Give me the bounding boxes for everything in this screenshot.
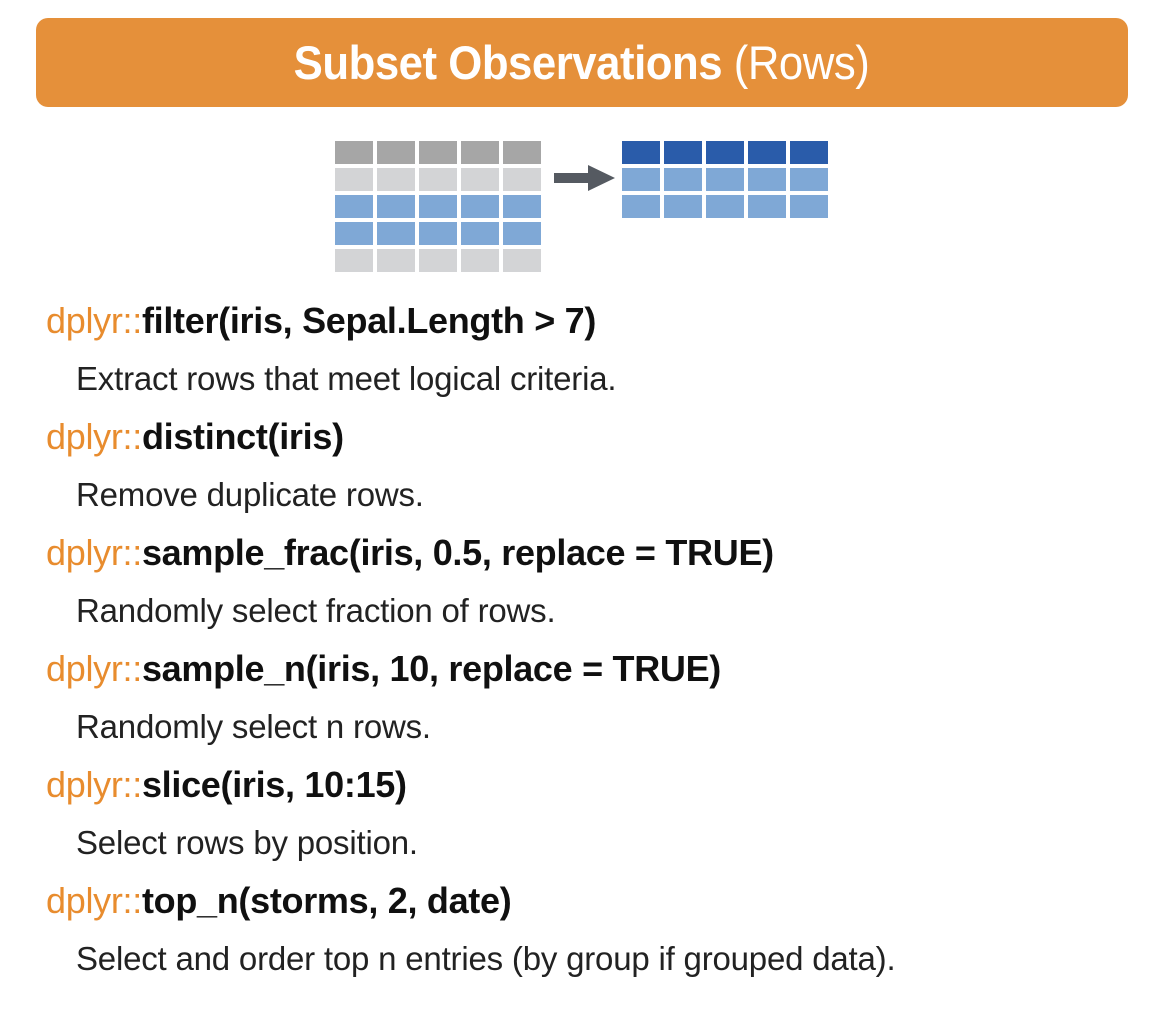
table-cell-selected bbox=[664, 168, 702, 191]
function-namespace: dplyr:: bbox=[46, 764, 142, 805]
page-header-banner: Subset Observations (Rows) bbox=[36, 18, 1128, 107]
function-namespace: dplyr:: bbox=[46, 532, 142, 573]
function-call: filter(iris, Sepal.Length > 7) bbox=[141, 300, 597, 341]
table-cell-unselected bbox=[419, 249, 457, 272]
input-table-illustration bbox=[335, 141, 541, 272]
function-call: top_n(storms, 2, date) bbox=[141, 880, 512, 921]
table-cell-unselected bbox=[503, 168, 541, 191]
table-cell-unselected bbox=[461, 168, 499, 191]
function-signature: dplyr::top_n(storms, 2, date) bbox=[46, 872, 1136, 930]
page-title: Subset Observations (Rows) bbox=[294, 39, 870, 86]
function-namespace: dplyr:: bbox=[46, 416, 142, 457]
function-signature: dplyr::sample_frac(iris, 0.5, replace = … bbox=[46, 524, 1136, 582]
table-cell-selected bbox=[419, 222, 457, 245]
function-entry: dplyr::sample_n(iris, 10, replace = TRUE… bbox=[46, 640, 1136, 756]
function-signature: dplyr::sample_n(iris, 10, replace = TRUE… bbox=[46, 640, 1136, 698]
table-cell-header bbox=[461, 141, 499, 164]
function-description: Randomly select fraction of rows. bbox=[76, 592, 556, 629]
table-cell-unselected bbox=[419, 168, 457, 191]
function-description: Remove duplicate rows. bbox=[76, 476, 424, 513]
table-cell-unselected bbox=[335, 249, 373, 272]
table-cell-header bbox=[419, 141, 457, 164]
table-cell-selected bbox=[790, 195, 828, 218]
table-cell-selected bbox=[748, 168, 786, 191]
right-arrow-icon bbox=[554, 163, 616, 193]
function-entry: dplyr::top_n(storms, 2, date) Select and… bbox=[46, 872, 1136, 988]
function-namespace: dplyr:: bbox=[46, 880, 142, 921]
output-table-illustration bbox=[622, 141, 828, 218]
table-cell-selected bbox=[790, 168, 828, 191]
function-namespace: dplyr:: bbox=[46, 300, 142, 341]
table-cell-header bbox=[790, 141, 828, 164]
function-description: Select rows by position. bbox=[76, 824, 418, 861]
table-cell-unselected bbox=[377, 168, 415, 191]
function-call: distinct(iris) bbox=[141, 416, 344, 457]
table-cell-unselected bbox=[377, 249, 415, 272]
function-namespace: dplyr:: bbox=[46, 648, 142, 689]
page-title-light: (Rows) bbox=[722, 36, 870, 89]
function-entry: dplyr::filter(iris, Sepal.Length > 7) Ex… bbox=[46, 292, 1136, 408]
table-cell-header bbox=[664, 141, 702, 164]
function-reference-list: dplyr::filter(iris, Sepal.Length > 7) Ex… bbox=[46, 292, 1136, 988]
table-cell-header bbox=[622, 141, 660, 164]
function-signature: dplyr::distinct(iris) bbox=[46, 408, 1136, 466]
function-call: sample_frac(iris, 0.5, replace = TRUE) bbox=[141, 532, 774, 573]
table-cell-selected bbox=[461, 222, 499, 245]
page-title-bold: Subset Observations bbox=[294, 36, 723, 89]
function-signature: dplyr::slice(iris, 10:15) bbox=[46, 756, 1136, 814]
function-description: Randomly select n rows. bbox=[76, 708, 431, 745]
function-call: sample_n(iris, 10, replace = TRUE) bbox=[141, 648, 721, 689]
table-cell-selected bbox=[335, 195, 373, 218]
table-cell-header bbox=[377, 141, 415, 164]
table-cell-selected bbox=[622, 195, 660, 218]
table-cell-selected bbox=[335, 222, 373, 245]
table-cell-selected bbox=[664, 195, 702, 218]
function-entry: dplyr::slice(iris, 10:15) Select rows by… bbox=[46, 756, 1136, 872]
function-description: Select and order top n entries (by group… bbox=[76, 940, 896, 977]
table-cell-selected bbox=[706, 195, 744, 218]
table-cell-header bbox=[706, 141, 744, 164]
table-cell-selected bbox=[503, 222, 541, 245]
table-cell-unselected bbox=[503, 249, 541, 272]
table-cell-unselected bbox=[461, 249, 499, 272]
function-entry: dplyr::sample_frac(iris, 0.5, replace = … bbox=[46, 524, 1136, 640]
table-cell-selected bbox=[461, 195, 499, 218]
function-signature: dplyr::filter(iris, Sepal.Length > 7) bbox=[46, 292, 1136, 350]
table-cell-selected bbox=[503, 195, 541, 218]
table-cell-selected bbox=[706, 168, 744, 191]
table-cell-unselected bbox=[335, 168, 373, 191]
table-cell-selected bbox=[377, 195, 415, 218]
table-cell-selected bbox=[377, 222, 415, 245]
table-cell-selected bbox=[419, 195, 457, 218]
subset-rows-diagram bbox=[0, 133, 1152, 283]
table-cell-header bbox=[335, 141, 373, 164]
table-cell-selected bbox=[748, 195, 786, 218]
function-description: Extract rows that meet logical criteria. bbox=[76, 360, 617, 397]
table-cell-selected bbox=[622, 168, 660, 191]
function-entry: dplyr::distinct(iris) Remove duplicate r… bbox=[46, 408, 1136, 524]
table-cell-header bbox=[503, 141, 541, 164]
table-cell-header bbox=[748, 141, 786, 164]
function-call: slice(iris, 10:15) bbox=[141, 764, 407, 805]
